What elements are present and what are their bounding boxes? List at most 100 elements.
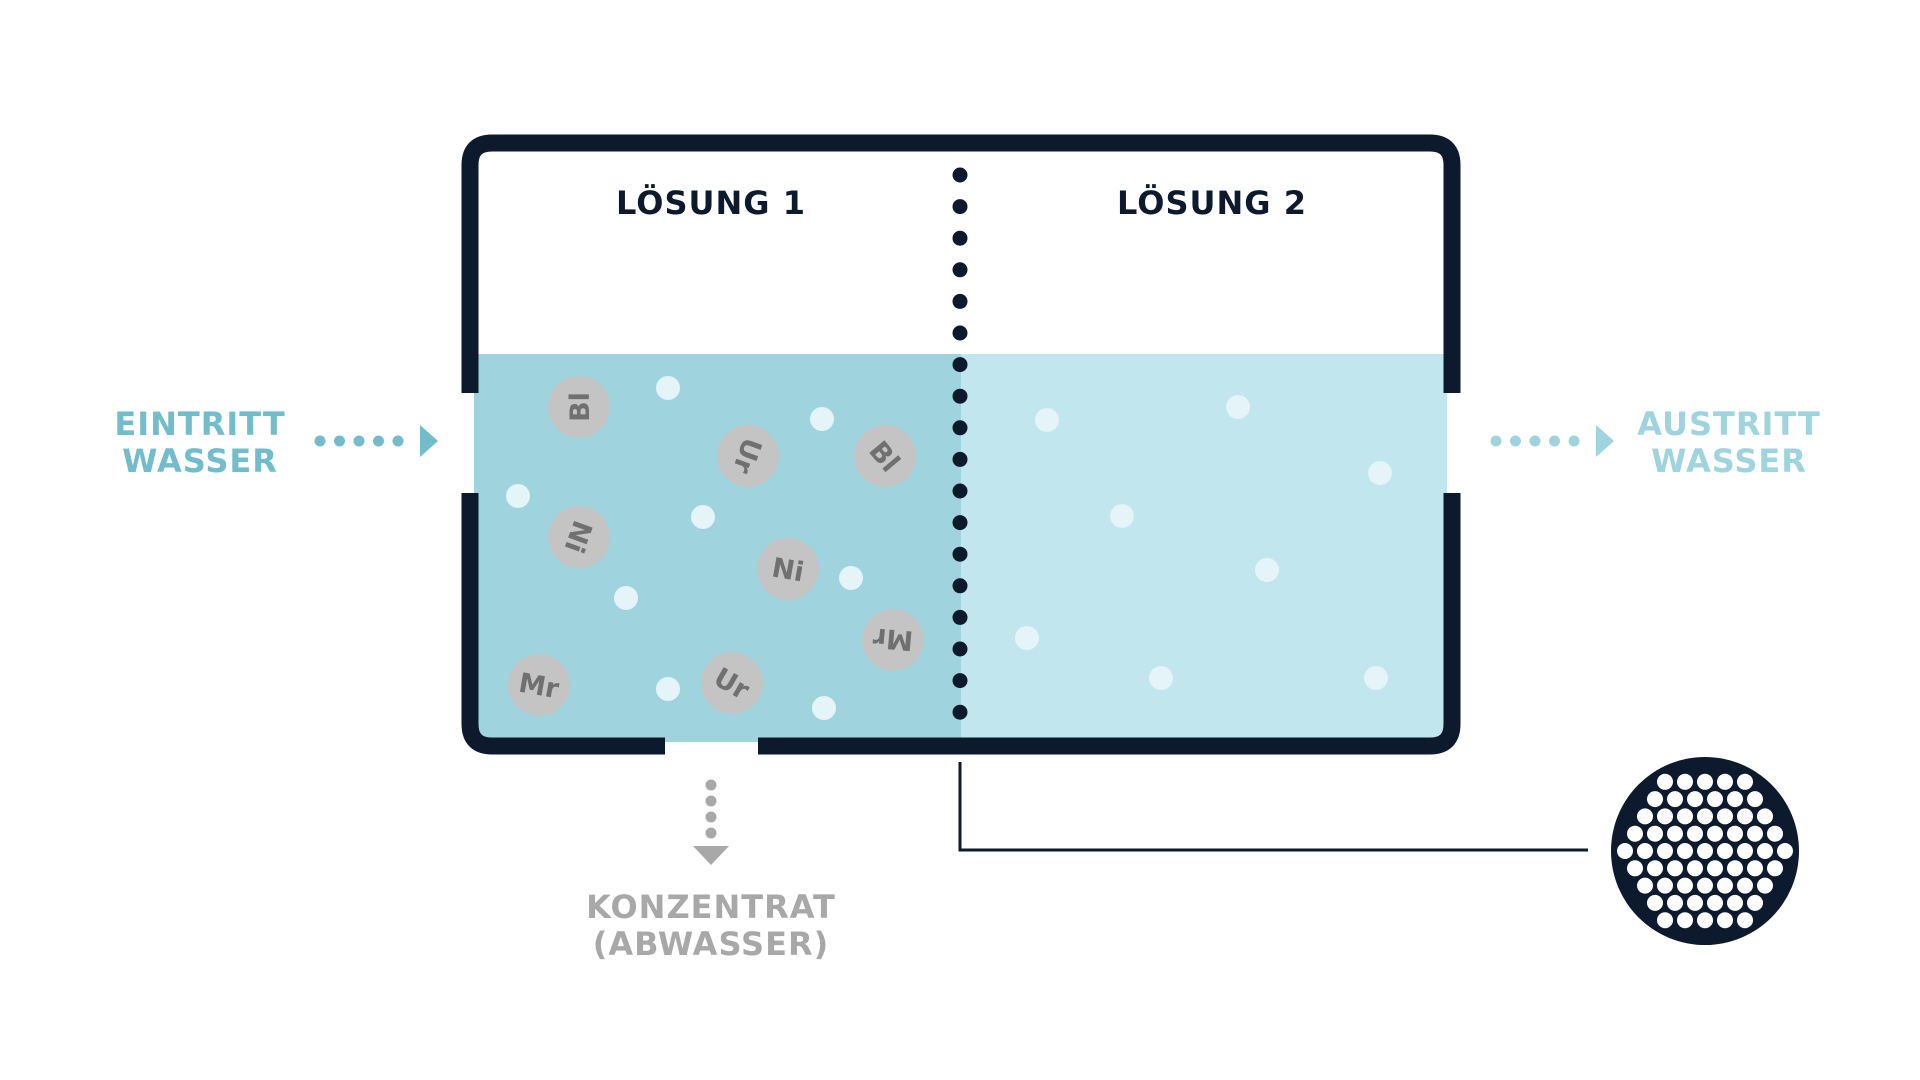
- membrane-pore: [1717, 877, 1733, 894]
- water-molecule: [812, 696, 836, 720]
- water-molecule: [506, 484, 530, 508]
- membrane-pore: [1777, 843, 1793, 859]
- membrane-pore: [1637, 877, 1653, 894]
- membrane-dot: [952, 546, 968, 562]
- water-molecule: [656, 376, 680, 400]
- membrane-pore: [1747, 791, 1763, 808]
- ion-particle: Mr: [862, 609, 924, 671]
- membrane-dot: [952, 230, 968, 246]
- solution-1-label: LÖSUNG 1: [616, 184, 806, 222]
- inlet-label: EINTRITT WASSER: [114, 405, 285, 480]
- membrane-pore: [1647, 894, 1663, 911]
- tank-frame: [461, 134, 1461, 755]
- svg-text:AUSTRITT: AUSTRITT: [1637, 405, 1821, 443]
- water-molecule: [1255, 558, 1279, 582]
- membrane-pore: [1677, 773, 1693, 790]
- membrane-dot: [952, 483, 968, 499]
- ion-symbol: Mr: [871, 621, 914, 655]
- ion-symbol: Ni: [769, 552, 806, 588]
- membrane-callout-line: [958, 762, 1588, 852]
- membrane-pore: [1627, 825, 1643, 842]
- membrane-pore: [1757, 843, 1773, 859]
- membrane-pore: [1657, 808, 1673, 825]
- ion-particle: Ni: [548, 506, 610, 568]
- membrane-pore: [1687, 825, 1703, 842]
- membrane-pore: [1647, 825, 1663, 842]
- water-molecules: [506, 376, 1392, 720]
- membrane-pore: [1757, 808, 1773, 825]
- svg-text:WASSER: WASSER: [122, 442, 278, 480]
- membrane-pore: [1737, 773, 1753, 790]
- ion-particle: Bl: [548, 376, 610, 438]
- membrane-pore: [1707, 860, 1723, 877]
- membrane-pore: [1687, 860, 1703, 877]
- membrane-pore: [1667, 894, 1683, 911]
- ion-particle: Mr: [508, 654, 570, 716]
- membrane-pore: [1737, 808, 1753, 825]
- membrane-pore: [1677, 912, 1693, 929]
- membrane-pore: [1747, 860, 1763, 877]
- ion-symbol: Bl: [565, 392, 596, 422]
- membrane-pore: [1647, 860, 1663, 877]
- svg-text:KONZENTRAT: KONZENTRAT: [586, 888, 836, 926]
- membrane-pore: [1657, 912, 1673, 929]
- membrane-dot: [952, 609, 968, 625]
- membrane-pore: [1717, 843, 1733, 859]
- ion-symbol: Mr: [516, 668, 562, 706]
- water-molecule: [691, 505, 715, 529]
- water-molecule: [1015, 626, 1039, 650]
- membrane-pore: [1657, 877, 1673, 894]
- membrane-pore: [1637, 808, 1653, 825]
- svg-text:EINTRITT: EINTRITT: [114, 405, 285, 443]
- membrane-pore: [1747, 825, 1763, 842]
- water-molecule: [810, 407, 834, 431]
- membrane-pore: [1617, 843, 1633, 859]
- membrane-pore: [1697, 877, 1713, 894]
- water-molecule: [1035, 408, 1059, 432]
- outlet-label: AUSTRITT WASSER: [1637, 405, 1821, 480]
- membrane-pore: [1717, 773, 1733, 790]
- membrane-pore: [1727, 825, 1743, 842]
- membrane-pore: [1737, 912, 1753, 929]
- membrane-pore: [1627, 860, 1643, 877]
- ion-particle: Bl: [854, 425, 916, 487]
- water-molecule: [1226, 395, 1250, 419]
- membrane-pore: [1737, 877, 1753, 894]
- membrane-dot: [952, 578, 968, 594]
- membrane-dot: [952, 673, 968, 689]
- water-molecule: [1110, 504, 1134, 528]
- membrane-pore: [1637, 843, 1653, 859]
- dotted-arrow-right-icon: [1490, 425, 1614, 457]
- ion-particle: Ni: [757, 538, 819, 600]
- membrane-pore: [1727, 894, 1743, 911]
- membrane-pore: [1727, 791, 1743, 808]
- membrane-pore: [1697, 912, 1713, 929]
- membrane-dot: [952, 262, 968, 278]
- dotted-arrow-down-icon: [693, 779, 729, 865]
- membrane-pore: [1767, 825, 1783, 842]
- concentrate-label: KONZENTRAT (ABWASSER): [586, 888, 836, 963]
- membrane-divider: [952, 167, 968, 720]
- membrane-pore: [1667, 825, 1683, 842]
- membrane-pore: [1747, 894, 1763, 911]
- water-molecule: [614, 586, 638, 610]
- membrane-dot: [952, 420, 968, 436]
- membrane-pore: [1717, 912, 1733, 929]
- membrane-pore: [1697, 773, 1713, 790]
- solution-2-label: LÖSUNG 2: [1117, 184, 1307, 222]
- ion-particle: Ur: [701, 652, 763, 714]
- dotted-arrow-right-icon: [314, 425, 438, 457]
- membrane-pore: [1697, 808, 1713, 825]
- membrane-pore: [1757, 877, 1773, 894]
- membrane-dot: [952, 325, 968, 341]
- membrane-pore: [1697, 843, 1713, 859]
- membrane-dot: [952, 293, 968, 309]
- membrane-dot: [952, 388, 968, 404]
- membrane-dot: [952, 167, 968, 183]
- membrane-pore-magnifier-icon: [1611, 757, 1799, 945]
- membrane-pore: [1667, 791, 1683, 808]
- membrane-pore: [1677, 877, 1693, 894]
- membrane-pore: [1657, 843, 1673, 859]
